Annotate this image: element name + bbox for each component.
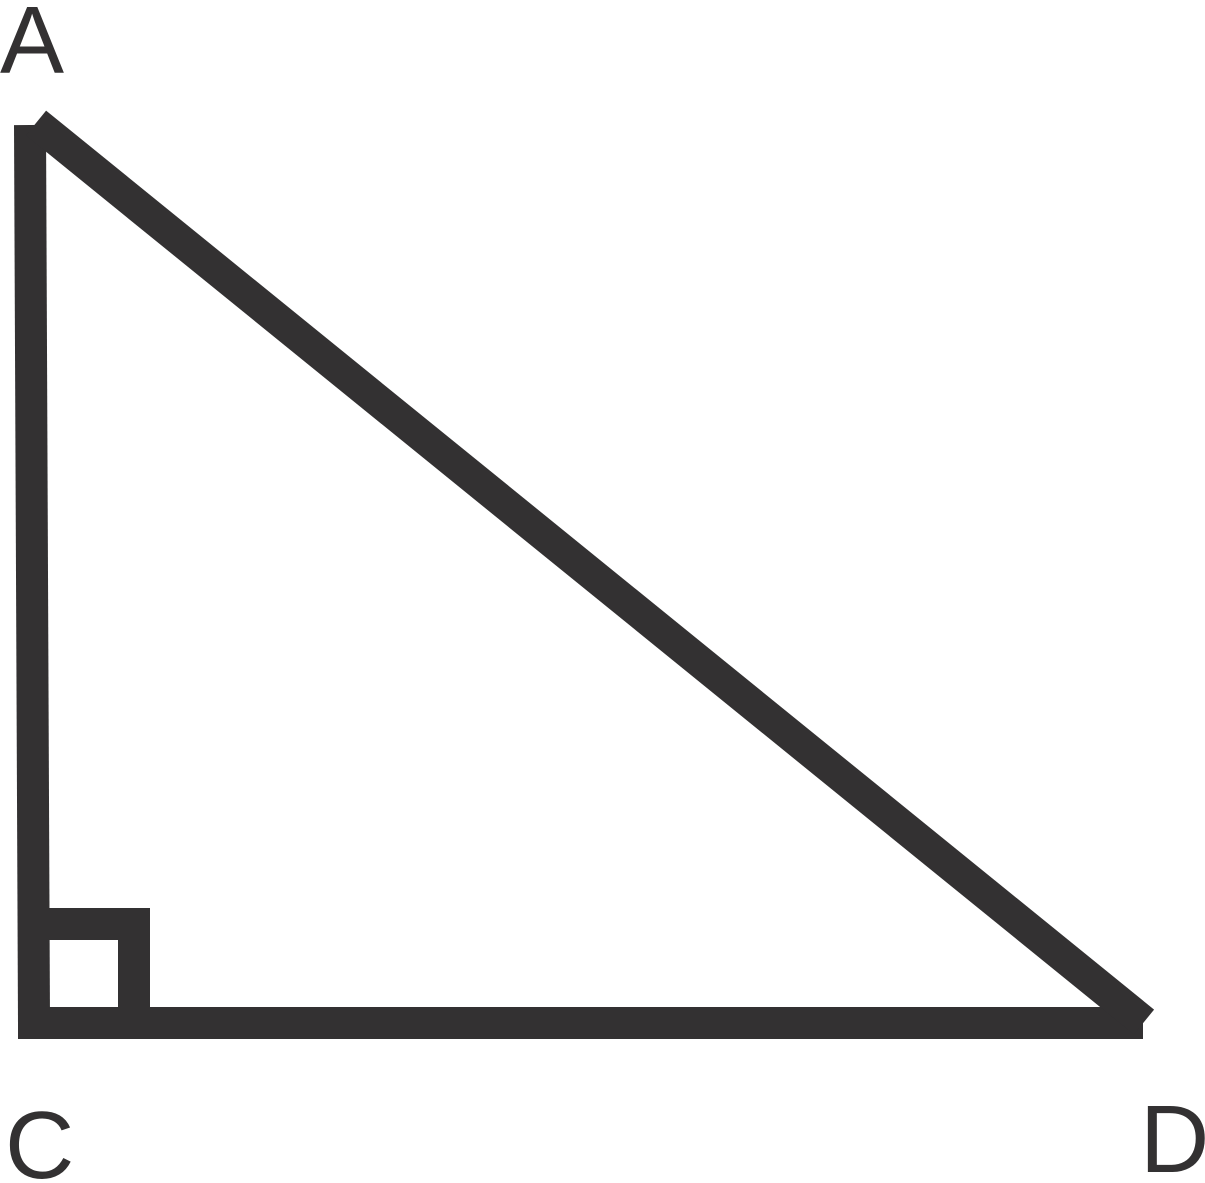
vertex-label-a: A [0, 0, 64, 94]
vertex-label-d: D [1140, 1086, 1205, 1183]
triangle-shape [14, 110, 1155, 1039]
vertex-label-c: C [5, 1092, 74, 1183]
right-angle-marker [18, 908, 150, 1039]
side-ac [14, 124, 50, 1025]
side-ad [25, 110, 1155, 1035]
